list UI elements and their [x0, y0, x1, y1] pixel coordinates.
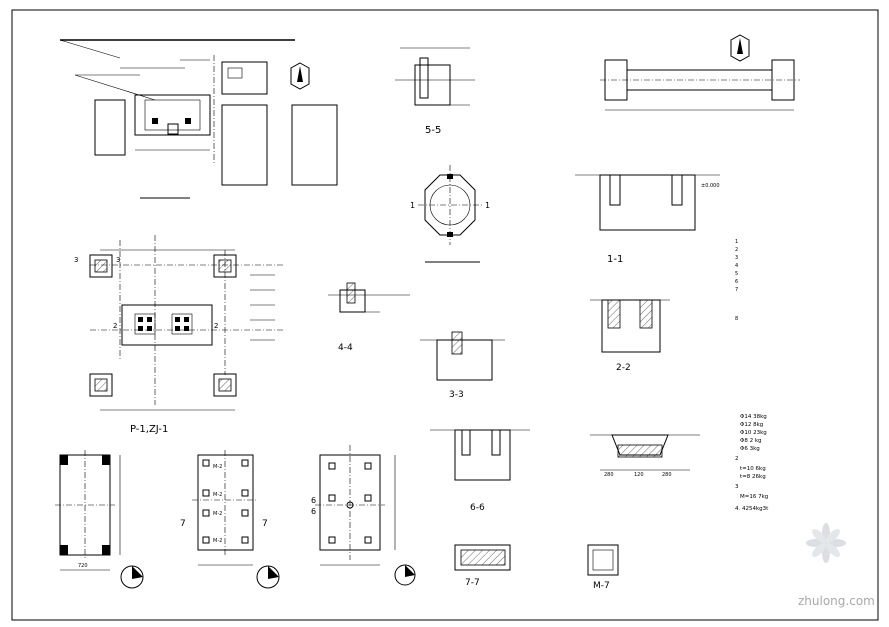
label-2-b: 2 [214, 322, 218, 330]
note-3: 3 [735, 255, 738, 261]
table-sub-3: 3 [735, 484, 739, 490]
dim-120: 120 [634, 472, 644, 478]
foundation-plan-b: M-2 M-2 M-2 M-2 7 7 [180, 450, 280, 589]
note-5: 5 [735, 271, 738, 277]
note-2: 2 [735, 247, 738, 253]
sec-4-4-title: 4-4 [338, 343, 353, 353]
table-row-1: Φ14 38kg [740, 414, 767, 420]
label-6-left: 6 [311, 496, 316, 505]
label-3-b: 3 [116, 256, 120, 264]
section-3-3: 3-3 [420, 331, 505, 400]
dim-280: 280 [604, 472, 614, 478]
elevation-plan [600, 34, 800, 111]
note-6: 6 [735, 279, 738, 285]
site-plan-view [59, 39, 338, 199]
label-2-a: 2 [113, 322, 117, 330]
label-3-a: 3 [74, 256, 78, 264]
table-row-3: Φ10 23kg [740, 430, 767, 436]
m2-a: M-2 [213, 464, 222, 470]
trench-section: 280 120 280 [590, 434, 700, 478]
sec-7-7-title: 7-7 [465, 578, 480, 588]
elev-000: ±0.000 [701, 183, 720, 189]
sec-1-1-title: 1-1 [607, 254, 623, 265]
note-4: 4 [735, 263, 738, 269]
table-row-5: Φ6 3kg [740, 446, 760, 452]
m2-d: M-2 [213, 538, 222, 544]
zhulong-watermark: zhulong.com [798, 523, 875, 608]
oct-label-1-left: 1 [410, 201, 415, 210]
foundation-plan-a: 720 [55, 450, 144, 589]
section-7-7: 7-7 [454, 544, 511, 588]
p1-zj1-plan: P-1,ZJ-1 3 3 2 2 [74, 235, 285, 435]
section-1-1: 1-1 ±0.000 [575, 174, 720, 265]
section-m7: M-7 [587, 544, 619, 591]
note-1: 1 [735, 239, 738, 245]
dim-720: 720 [78, 563, 88, 569]
foundation-plan-c: 6 6 [311, 445, 416, 586]
p1zj1-title: P-1,ZJ-1 [130, 424, 168, 435]
table-row-7: t=8 26kg [740, 474, 766, 480]
notes-block: 1 2 3 4 5 6 7 8 Φ14 38kg Φ12 8kg Φ10 23k… [735, 239, 769, 512]
table-row-8: M=16 7kg [740, 494, 768, 500]
dim-280b: 280 [662, 472, 672, 478]
table-sub-2: 2 [735, 456, 739, 462]
octagon-plan: 1 1 [410, 165, 490, 263]
table-row-2: Φ12 8kg [740, 422, 763, 428]
label-6-right: 6 [311, 507, 316, 516]
table-row-9: 4. 4254kg3t [735, 506, 769, 512]
sec-6-6-title: 6-6 [470, 503, 485, 513]
note-7: 7 [735, 287, 738, 293]
sec-3-3-title: 3-3 [449, 390, 464, 400]
table-row-6: t=10 6kg [740, 466, 766, 472]
section-2-2: 2-2 [590, 299, 670, 373]
watermark-text: zhulong.com [798, 594, 875, 608]
sec-2-2-title: 2-2 [616, 363, 631, 373]
section-5-5: 5-5 [395, 47, 475, 136]
m2-b: M-2 [213, 492, 222, 498]
sheet-border [11, 9, 879, 621]
sec-m7-title: M-7 [593, 581, 610, 591]
label-7-left: 7 [180, 519, 186, 529]
section-4-4: 4-4 [328, 282, 410, 353]
label-7-right: 7 [262, 519, 268, 529]
oct-label-1-right: 1 [485, 201, 490, 210]
sec-5-5-title: 5-5 [425, 125, 441, 136]
section-6-6: 6-6 [430, 429, 530, 513]
note-8: 8 [735, 316, 738, 322]
table-row-4: Φ8 2 kg [740, 438, 762, 444]
m2-c: M-2 [213, 511, 222, 517]
